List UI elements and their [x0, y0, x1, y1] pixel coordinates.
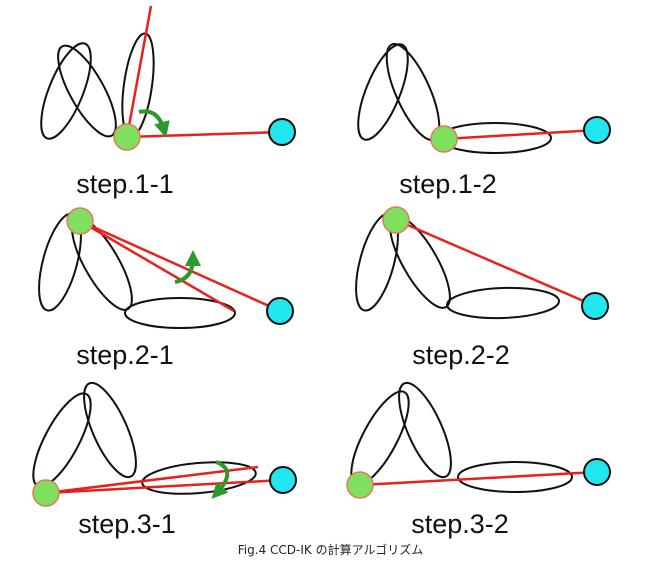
arm-segment-3 [121, 32, 155, 138]
target-line [395, 218, 596, 308]
joint-circle [430, 125, 458, 153]
panel-step-3-2: step.3-2 [346, 381, 611, 539]
joint-circle [382, 206, 410, 234]
target-line [126, 130, 283, 139]
panel-step-3-1: step.3-1 [32, 381, 297, 539]
target-circle [269, 466, 297, 494]
target-circle [266, 297, 294, 325]
end-effector-line [125, 5, 153, 138]
joint-circle [346, 471, 374, 499]
target-line [45, 478, 284, 495]
panel-step-1-2: step.1-2 [357, 42, 611, 199]
joint-circle [32, 479, 60, 507]
step-label: step.3-2 [411, 509, 509, 539]
step-label: step.1-1 [76, 169, 174, 199]
arm-segment-2 [83, 381, 137, 479]
arm-segment-2 [40, 42, 92, 140]
panel-step-1-1: step.1-1 [40, 5, 296, 199]
arm-segment-3 [446, 286, 560, 320]
target-circle [583, 116, 611, 144]
arm-segment-2 [357, 43, 409, 141]
arm-segment-3 [141, 461, 257, 495]
target-circle [583, 458, 611, 486]
end-effector-line [79, 219, 235, 313]
arm-segment-3 [124, 297, 236, 329]
target-line [79, 219, 281, 313]
joint-circle [113, 123, 141, 151]
panel-step-2-1: step.2-1 [38, 207, 294, 370]
target-line [443, 128, 598, 141]
step-label: step.2-2 [412, 340, 510, 370]
arm-segment-3 [457, 461, 573, 493]
rotation-arrow [211, 460, 230, 499]
arm-segment-1 [32, 392, 92, 488]
arm-segment-1 [57, 44, 117, 138]
step-label: step.2-1 [76, 340, 174, 370]
target-circle [268, 118, 296, 146]
end-effector-line [45, 465, 259, 495]
rotation-arrow [138, 109, 170, 138]
step-label: step.1-2 [399, 169, 497, 199]
panel-step-2-2: step.2-2 [355, 206, 609, 370]
step-label: step.3-1 [78, 509, 176, 539]
target-line [359, 470, 598, 487]
rotation-arrow [174, 250, 201, 284]
joint-circle [66, 207, 94, 235]
arm-segment-2 [398, 381, 452, 479]
target-circle [581, 292, 609, 320]
figure-caption: Fig.4 CCD-IK の計算アルゴリズム [237, 543, 424, 557]
